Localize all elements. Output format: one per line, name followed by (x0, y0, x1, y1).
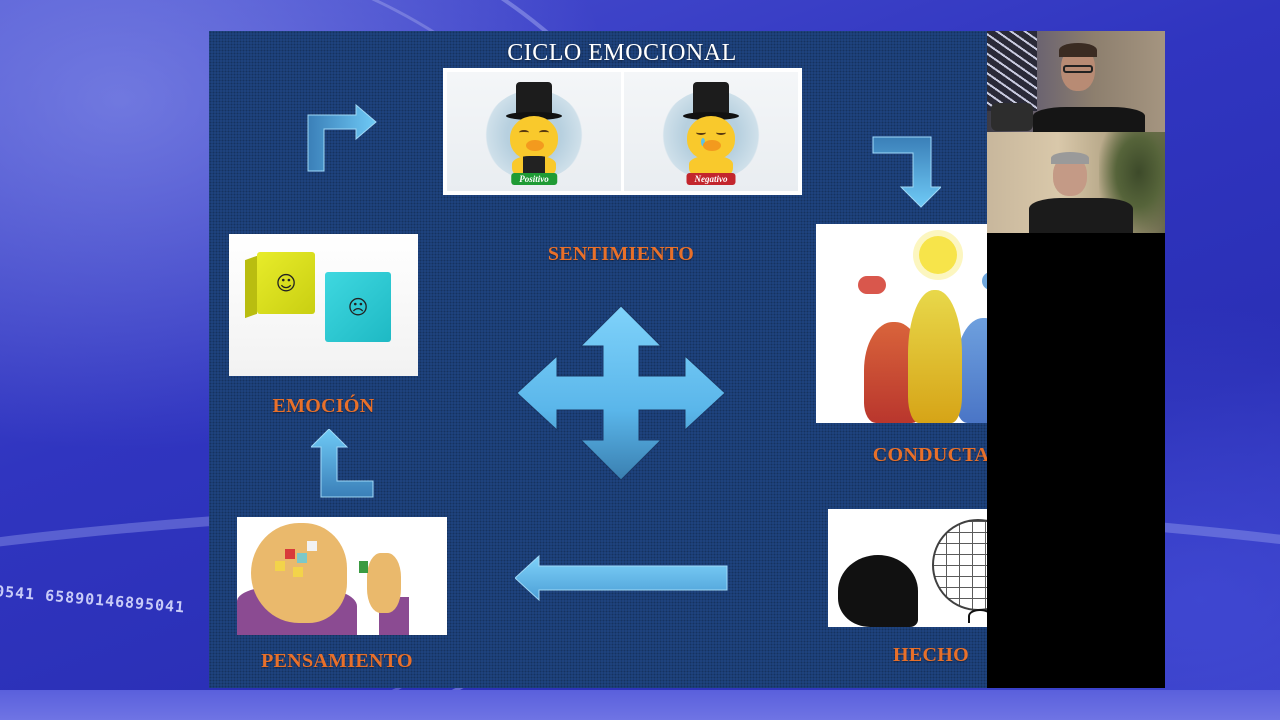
puzzle-piece-icon (359, 561, 368, 573)
emocion-image: ☺ ☹ (229, 234, 418, 376)
window-blinds (987, 31, 1037, 111)
turn-down-arrow-icon (872, 136, 941, 208)
glasses-icon (1063, 65, 1093, 73)
turn-right-arrow-icon (307, 103, 377, 172)
video-call-panel (987, 31, 1165, 688)
sad-cube-icon: ☹ (325, 272, 391, 342)
pensamiento-image (237, 517, 447, 635)
angry-cloud-icon (858, 276, 886, 294)
left-arrow-icon (515, 554, 728, 602)
sentimiento-label: SENTIMIENTO (547, 243, 695, 265)
sentimiento-image: Positivo Negativo (443, 68, 802, 195)
presentation-slide: CICLO EMOCIONAL Positivo (209, 31, 1077, 688)
turn-up-arrow-icon (311, 429, 374, 498)
happy-person-figure (908, 290, 962, 423)
hecho-label: HECHO (893, 644, 969, 666)
slide-title: CICLO EMOCIONAL (507, 40, 737, 66)
positive-chick-panel: Positivo (447, 72, 621, 191)
negative-chick-panel: Negativo (624, 72, 798, 191)
emocion-label: EMOCIÓN (272, 395, 375, 417)
participant-video-tile[interactable] (987, 31, 1165, 132)
pensamiento-label: PENSAMIENTO (261, 650, 413, 672)
tear-icon (701, 137, 705, 146)
sun-icon (919, 236, 957, 274)
negative-tag: Negativo (686, 173, 736, 185)
happy-cube-icon: ☺ (245, 252, 315, 319)
happy-chick-icon (502, 81, 566, 182)
puzzle-head-icon (251, 523, 347, 623)
participant-video-tile[interactable] (987, 132, 1165, 233)
microphone-object (991, 103, 1033, 131)
background-band (0, 690, 1280, 720)
mafalda-figure (838, 555, 918, 627)
conducta-label: CONDUCTA (872, 444, 990, 466)
positive-tag: Positivo (511, 173, 557, 185)
sad-chick-icon (679, 81, 743, 182)
four-way-arrow-icon (516, 306, 726, 480)
